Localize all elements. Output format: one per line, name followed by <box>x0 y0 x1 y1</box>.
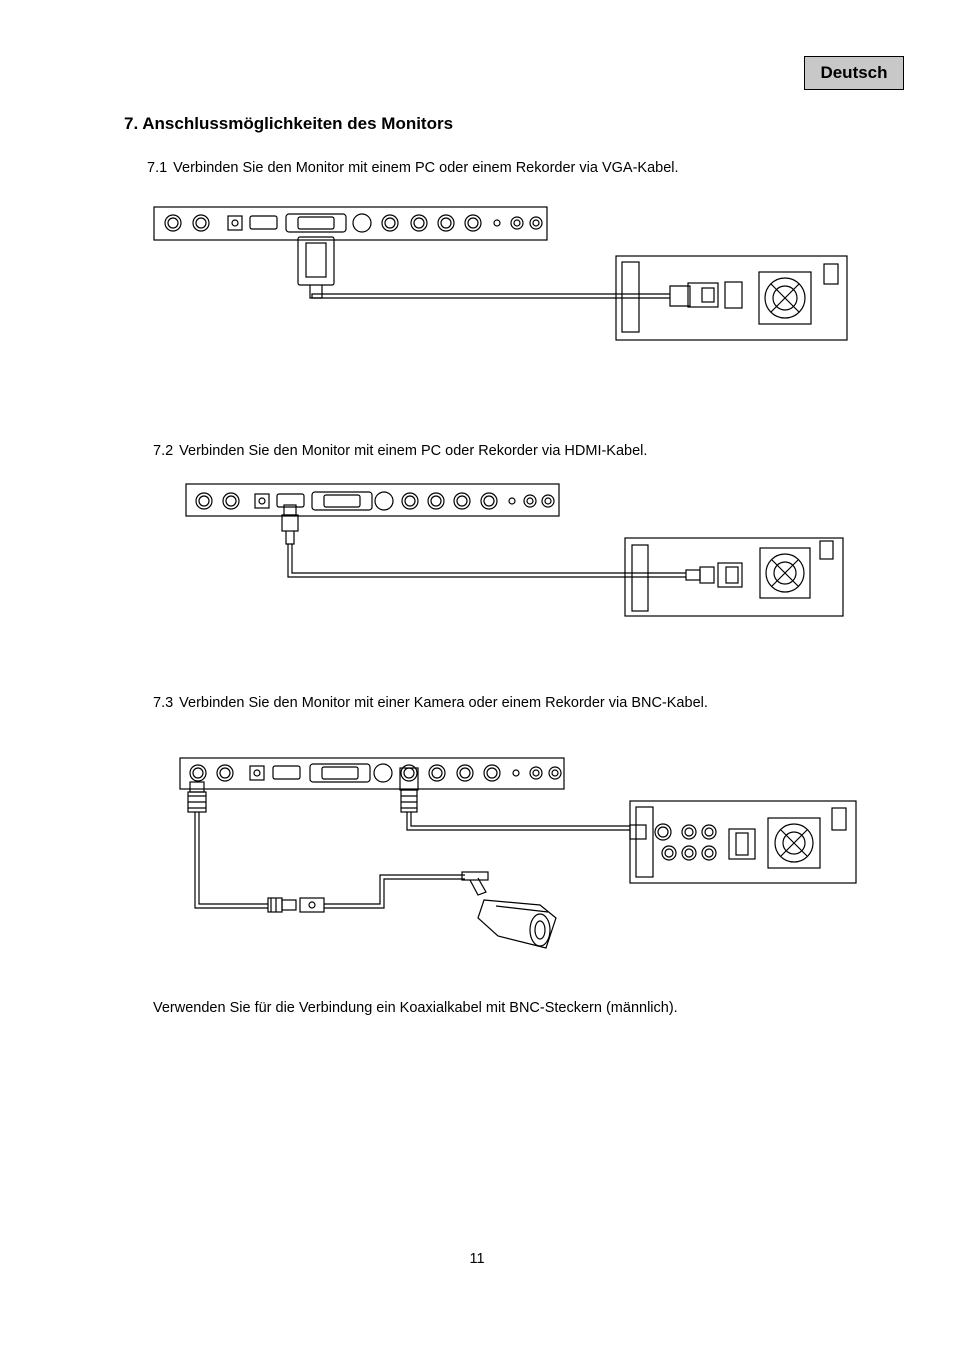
inline-bnc-coupler <box>267 897 325 913</box>
bnc-cable-note: Verwenden Sie für die Verbindung ein Koa… <box>153 1000 678 1016</box>
page-number: 11 <box>469 1251 485 1267</box>
vga-plug <box>297 236 335 299</box>
step-7-1: 7.1 Verbinden Sie den Monitor mit einem P… <box>147 160 679 176</box>
vga-cable <box>311 293 670 299</box>
step-text: Verbinden Sie den Monitor mit einem PC o… <box>179 443 648 459</box>
bullet-camera <box>461 871 557 949</box>
pc-rear-panel <box>624 537 844 617</box>
bnc-cable-to-recorder <box>406 812 630 831</box>
monitor-rear-panel <box>185 483 560 517</box>
bnc-cable-to-camera <box>194 812 268 909</box>
bnc-plug-right <box>399 767 419 813</box>
step-number: 7.2 <box>153 443 174 459</box>
hdmi-cable <box>287 544 686 578</box>
step-7-2: 7.2 Verbinden Sie den Monitor mit einem P… <box>153 443 647 459</box>
step-number: 7.3 <box>153 695 174 711</box>
bnc-plug-left <box>187 781 207 813</box>
section-heading: 7. Anschlussmöglichkeiten des Monitors <box>124 114 454 133</box>
step-7-3: 7.3 Verbinden Sie den Monitor mit einer K… <box>153 695 708 711</box>
step-number: 7.1 <box>147 160 168 176</box>
monitor-rear-panel <box>153 206 548 241</box>
hdmi-plug <box>281 504 299 545</box>
recorder-rear-panel <box>629 800 857 884</box>
language-badge: Deutsch <box>804 56 904 90</box>
step-text: Verbinden Sie den Monitor mit einem PC o… <box>173 160 679 176</box>
pc-rear-panel <box>615 255 848 341</box>
monitor-rear-panel <box>179 757 565 790</box>
step-text: Verbinden Sie den Monitor mit einer Kame… <box>179 695 708 711</box>
